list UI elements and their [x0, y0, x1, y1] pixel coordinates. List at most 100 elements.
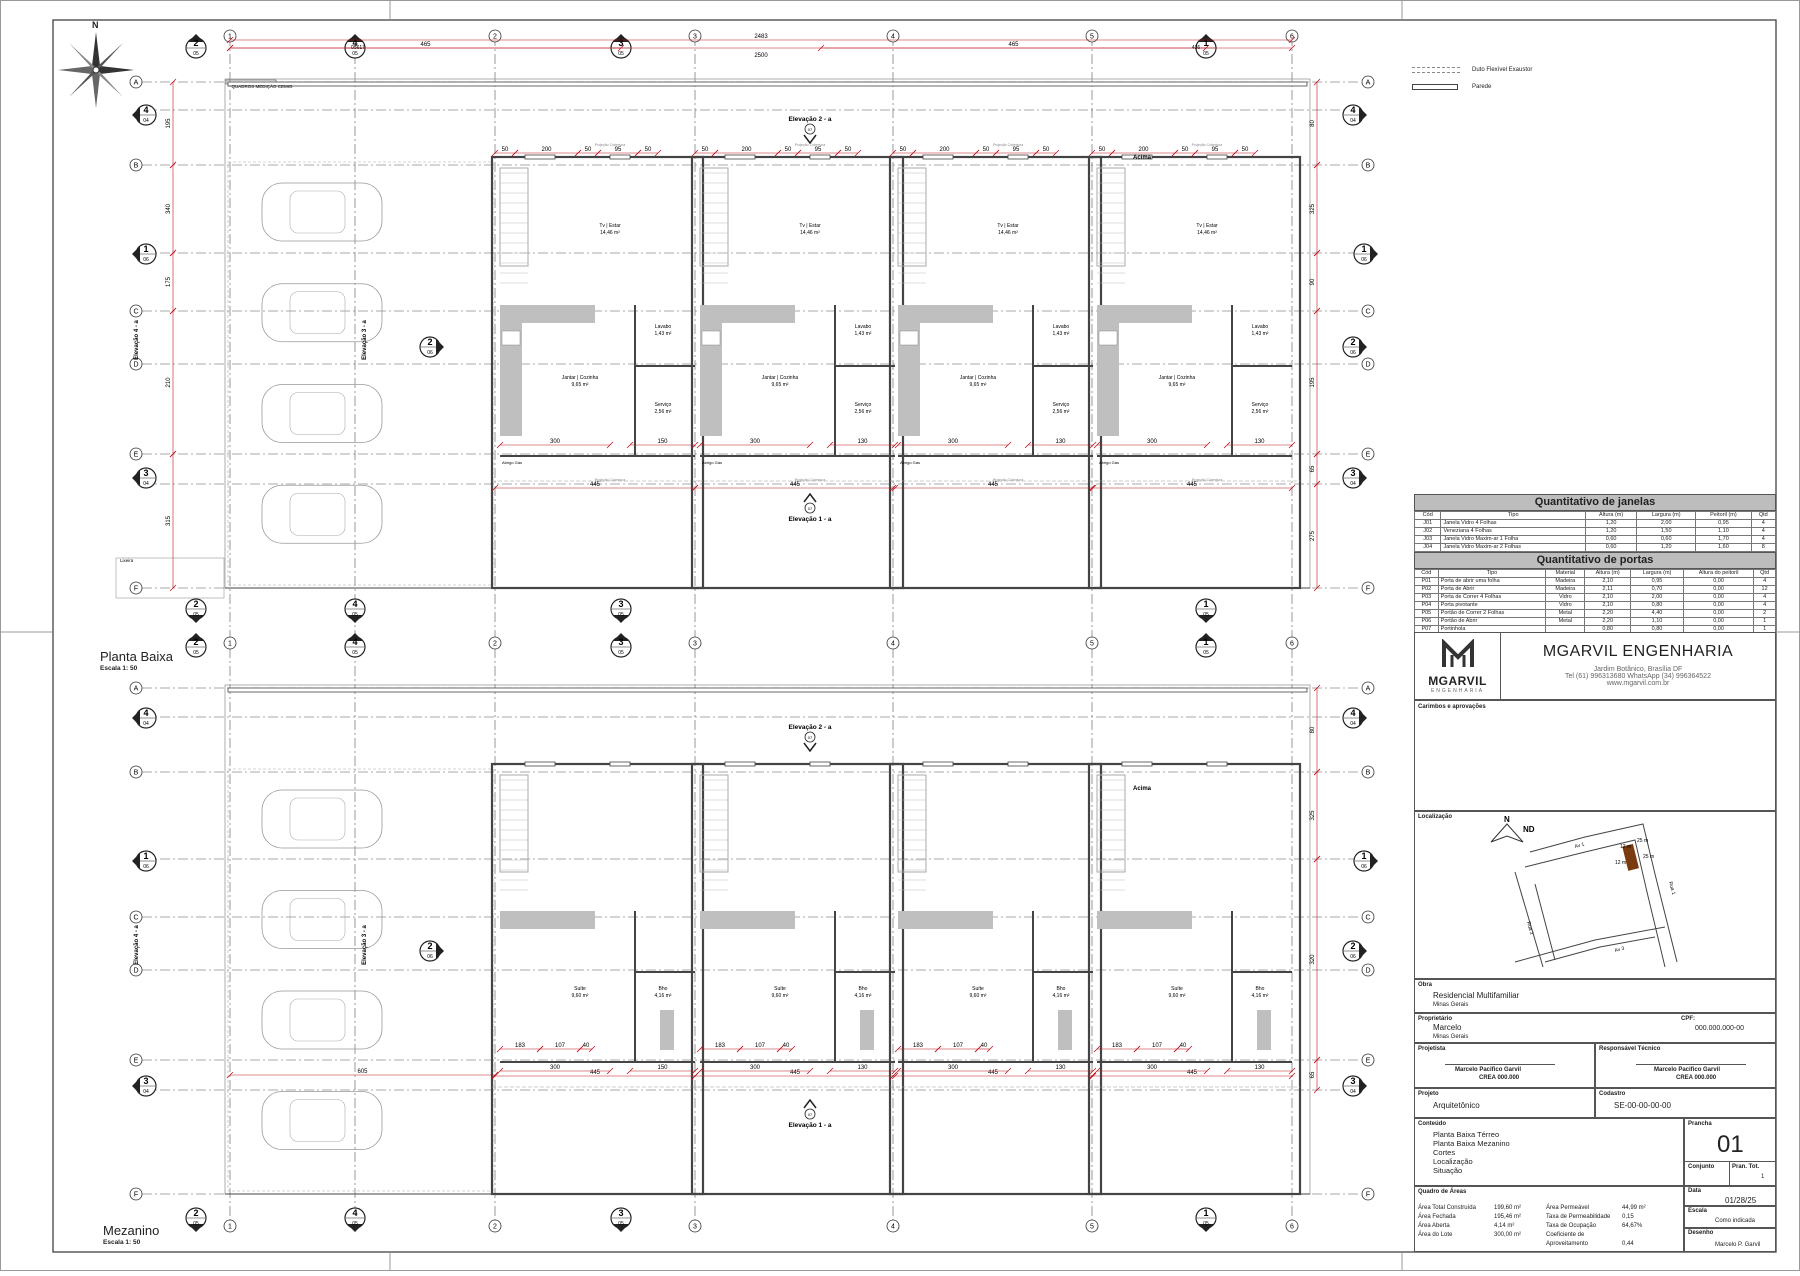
section-marker-sheet: 05 — [193, 1221, 199, 1227]
room-area: 4,16 m² — [655, 993, 672, 999]
room-area: 9,60 m² — [772, 993, 789, 999]
cover-projection-label: Projeção Cobertura — [993, 143, 1023, 147]
section-marker-number: 1 — [1203, 637, 1208, 647]
area-value: 64,67% — [1622, 1223, 1643, 1229]
room-area: 9,60 m² — [1169, 993, 1186, 999]
grid-label: 6 — [1290, 641, 1294, 648]
cover-projection-label: Projeção Cobertura — [1192, 143, 1222, 147]
lot-dimension: 12 m — [1620, 844, 1631, 850]
dimension-tick — [169, 78, 177, 86]
section-marker: 205 — [185, 1207, 207, 1232]
elevation-marker-circle — [804, 123, 816, 135]
doors-table-cell: 4 — [1753, 577, 1776, 586]
section-marker-sheet: 06 — [427, 954, 433, 960]
legend-item: Parede — [1412, 80, 1532, 94]
dimension-tick — [1133, 1045, 1141, 1053]
doors-table-cell: P02 — [1414, 585, 1439, 594]
approvals-label: Carimbos e aprovações — [1418, 704, 1486, 710]
obra-sub: Minas Gerais — [1433, 1002, 1469, 1008]
section-marker-arrow — [132, 470, 140, 486]
dimension-tick — [1313, 584, 1321, 592]
section-marker-arrow — [188, 615, 204, 623]
project-box: Projeto Arquitetônico — [1414, 1088, 1595, 1118]
date-value: 01/28/25 — [1725, 1196, 1757, 1205]
car-roof — [289, 492, 346, 536]
section-marker: 205 — [185, 34, 207, 59]
section-marker: 105 — [1195, 1207, 1217, 1232]
dimension-text: 445 — [988, 1070, 999, 1076]
grid-label: A — [1366, 686, 1371, 693]
doors-table-header: Altura do peitoril — [1682, 569, 1755, 578]
section-marker: 106 — [1353, 850, 1378, 872]
window — [922, 154, 954, 160]
dimension-text: 150 — [657, 439, 668, 445]
sink-icon — [899, 330, 919, 346]
unit-outline — [888, 762, 1103, 1196]
grid-bubble — [1085, 29, 1099, 43]
windows-table-cell: 0,60 — [1585, 543, 1638, 552]
room-name: Suíte — [1171, 986, 1183, 992]
room-name: Lavabo — [1252, 324, 1269, 330]
doors-table-cell: Porta de Correr 4 Folhas — [1437, 593, 1547, 602]
stairs — [699, 167, 729, 267]
dimension-text: 50 — [702, 147, 709, 153]
grid-bubble — [129, 447, 143, 461]
dimension-text: 40 — [981, 1043, 988, 1049]
section-marker-number: 2 — [193, 38, 198, 48]
dimension-tick — [1004, 1067, 1012, 1075]
section-marker-arrow — [347, 615, 363, 623]
doors-table-cell: P05 — [1414, 609, 1439, 618]
wall-icon — [1412, 84, 1458, 90]
legend: Duto Flexível Exaustor Parede — [1412, 64, 1532, 94]
owner-value: Marcelo — [1433, 1023, 1462, 1032]
room-area: 4,16 m² — [1053, 993, 1070, 999]
dimension-tick — [1231, 149, 1239, 157]
technical-responsible-label: Responsável Técnico — [1599, 1046, 1661, 1052]
areas-label: Quadro de Áreas — [1418, 1189, 1467, 1195]
section-marker-number: 3 — [1350, 1076, 1355, 1086]
dimension-text: 107 — [755, 1043, 766, 1049]
grid-label: F — [134, 1192, 138, 1199]
section-marker-arrow — [132, 246, 140, 262]
grid-label: A — [134, 686, 139, 693]
stair-direction-label: Acima — [1133, 786, 1152, 792]
dimension-tick — [169, 450, 177, 458]
area-value: 0,15 — [1622, 1214, 1634, 1220]
unit-outline — [690, 762, 905, 1196]
sheet-number-value: 01 — [1717, 1131, 1744, 1158]
section-marker-sheet: 06 — [1361, 864, 1367, 870]
dimension-text: 50 — [900, 147, 907, 153]
room-name: Jantar | Cozinha — [1159, 375, 1196, 381]
section-marker-sheet: 06 — [143, 257, 149, 263]
windows-table-cell: Janela Vidro Maxim-ar 1 Folha — [1440, 535, 1587, 544]
dimension-text: 200 — [1138, 147, 1149, 153]
section-marker-sheet: 05 — [193, 612, 199, 618]
grid-label: B — [134, 770, 139, 777]
room-name: Tv | Estar — [599, 223, 621, 229]
grid-label: 1 — [228, 1224, 232, 1231]
company-header: MGARVIL ENGENHARIA MGARVIL ENGENHARIA Ja… — [1414, 632, 1776, 700]
dimension-tick — [226, 1071, 234, 1079]
grid-label: 2 — [493, 1224, 497, 1231]
area-name: Área do Lote — [1418, 1232, 1453, 1238]
section-marker: 206 — [1342, 336, 1367, 358]
project-label: Projeto — [1418, 1091, 1439, 1097]
section-marker-sheet: 05 — [1203, 51, 1209, 57]
car-outline — [261, 1091, 383, 1150]
dimension-tick — [736, 1045, 744, 1053]
dimension-tick — [226, 44, 234, 52]
cover-projection-label: Projeção Cobertura — [595, 143, 625, 147]
legend-label: Parede — [1472, 84, 1492, 90]
company-site[interactable]: www.mgarvil.com.br — [1606, 680, 1670, 687]
section-marker-arrow — [1359, 107, 1367, 123]
windows-table-cell: 4 — [1750, 519, 1777, 528]
grid-label: E — [134, 452, 139, 459]
location-label: Localização — [1418, 814, 1453, 820]
section-marker-sheet: 06 — [1350, 954, 1356, 960]
contents-item: Planta Baixa Térreo — [1433, 1130, 1500, 1139]
